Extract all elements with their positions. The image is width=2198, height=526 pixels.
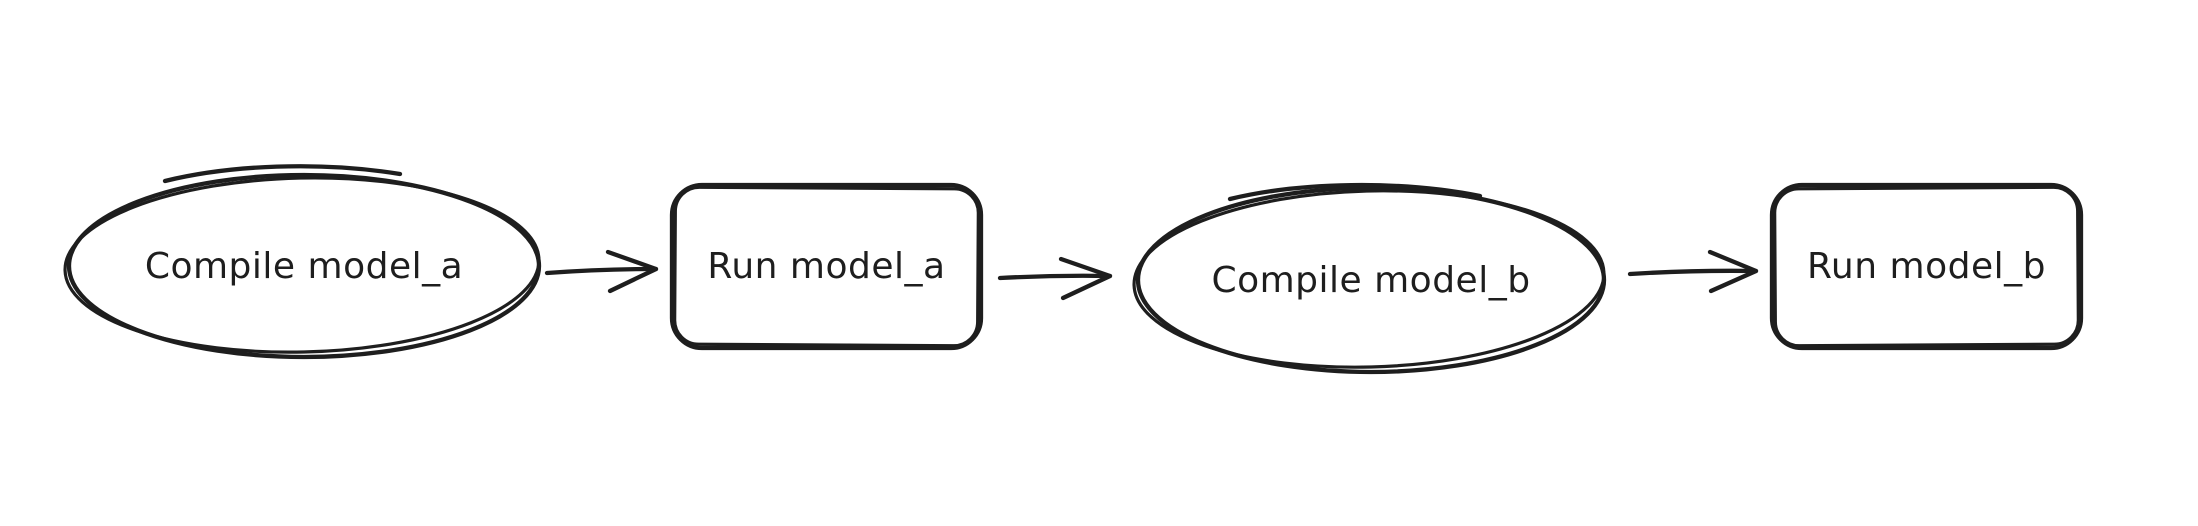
arrow-line: [1627, 268, 1759, 277]
edge-arrow-2[interactable]: [997, 256, 1113, 301]
node-shape-compile-model-b[interactable]: [1132, 182, 1607, 375]
arrow-head-icon: [605, 249, 659, 294]
node-shape-run-model-a[interactable]: [669, 182, 984, 351]
edge-arrow-3[interactable]: [1627, 249, 1759, 294]
node-shape-run-model-b[interactable]: [1769, 182, 2084, 351]
node-shape-compile-model-a[interactable]: [63, 164, 542, 360]
arrow-head-icon: [1058, 256, 1113, 301]
edge-arrow-1[interactable]: [544, 249, 659, 294]
arrow-line: [544, 266, 659, 276]
arrow-head-icon: [1707, 249, 1759, 294]
arrow-line: [997, 273, 1113, 281]
